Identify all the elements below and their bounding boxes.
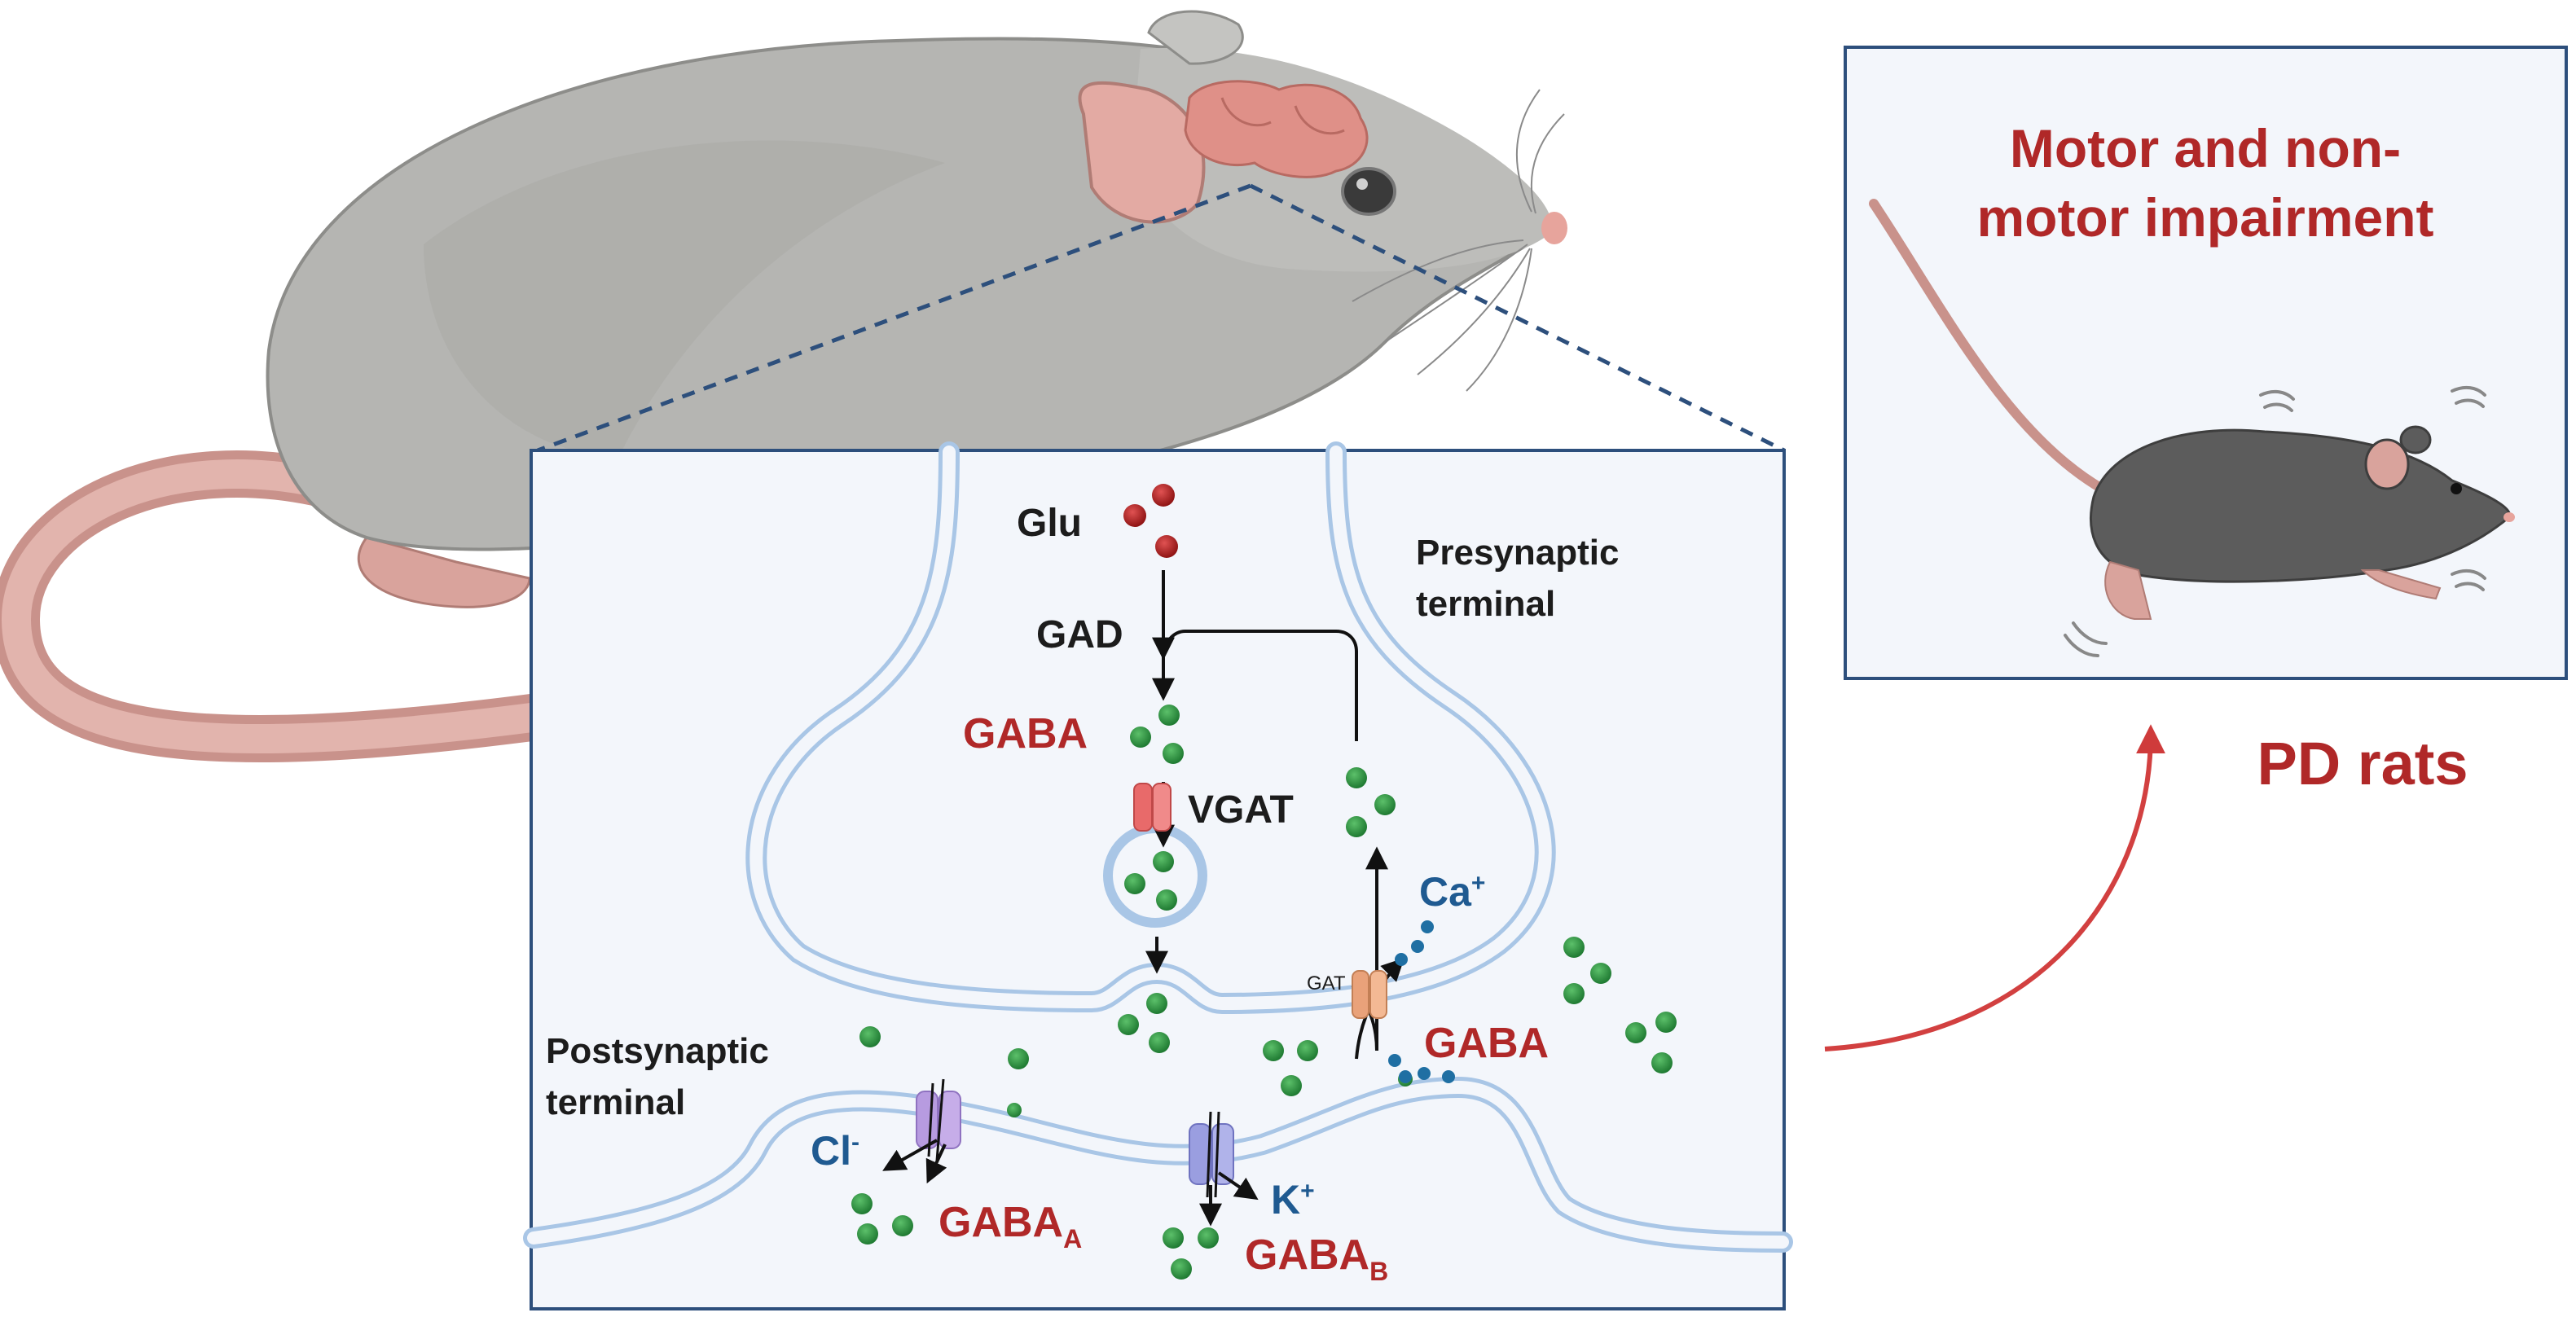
gaba-a-receptor-icon (882, 1078, 961, 1184)
gaba-label-presynaptic: GABA (963, 710, 1088, 757)
pd-rat-tail (1869, 199, 2107, 494)
large-rat-illustration (0, 10, 1567, 762)
chloride-label: Cl- (811, 1128, 859, 1174)
synaptic-vesicle (1103, 823, 1207, 928)
pd-rat-ear (2364, 438, 2410, 490)
glu-label: Glu (1017, 502, 1082, 545)
presynaptic-label-line2: terminal (1416, 584, 1555, 624)
zoom-lines (537, 183, 1786, 453)
pd-rat-illustration (1869, 199, 2515, 657)
rat-hind-foot (357, 536, 531, 608)
calcium-ions (1388, 920, 1455, 1083)
pd-rat-eye (2451, 483, 2462, 494)
gaba-a-label: GABAA (939, 1199, 1082, 1253)
progression-arrow (1824, 724, 2165, 1051)
vgat-transporter-icon (1133, 783, 1172, 832)
postsynaptic-label-line1: Postsynaptic (546, 1031, 769, 1071)
gaba-b-receptor-icon (1189, 1111, 1259, 1227)
impairment-title-line2: motor impairment (1976, 187, 2433, 248)
outcome-panel: Motor and non- motor impairment (1844, 46, 2568, 680)
gad-label: GAD (1036, 613, 1123, 656)
rat-eye (1341, 167, 1396, 216)
synapse-panel: Glu GAD GABA VGAT Presynaptic terminal C… (523, 441, 1793, 1310)
gat-transporter-icon (1352, 970, 1387, 1019)
rat-whiskers (1352, 89, 1565, 392)
vgat-label: VGAT (1188, 788, 1294, 832)
rat-ear-back (1147, 10, 1244, 65)
calcium-label: Ca+ (1419, 869, 1485, 915)
potassium-label: K+ (1271, 1177, 1315, 1223)
pd-rats-label: PD rats (2257, 730, 2468, 797)
postsynaptic-label-line2: terminal (546, 1082, 685, 1122)
rat-nose (1541, 212, 1567, 244)
gaba-molecules (851, 705, 1677, 1280)
presynaptic-label-line1: Presynaptic (1416, 533, 1619, 573)
tremor-marks (2064, 385, 2486, 657)
impairment-title-line1: Motor and non- (2010, 118, 2401, 178)
gaba-b-label: GABAB (1245, 1231, 1388, 1286)
brain-icon (1184, 80, 1369, 178)
gat-label: GAT (1307, 972, 1346, 994)
glutamate-molecules (1123, 484, 1178, 558)
gaba-label-cleft: GABA (1424, 1020, 1549, 1067)
